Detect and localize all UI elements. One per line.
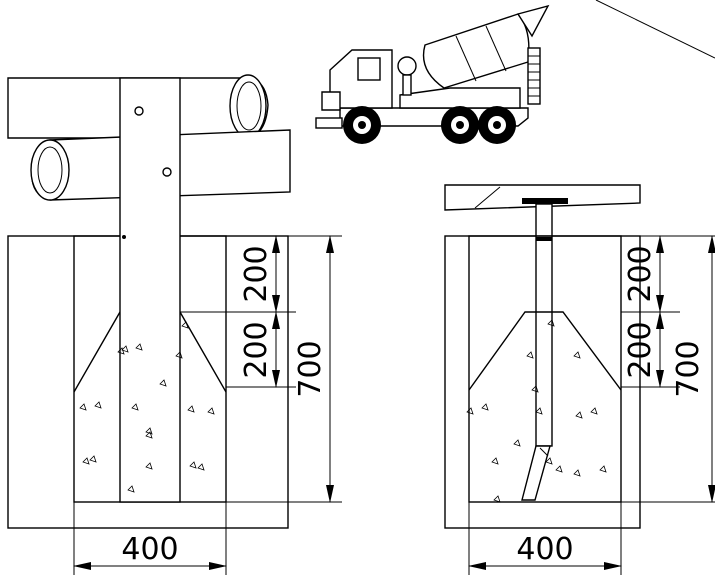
right-dim-width: 400 [516,532,573,567]
concrete-footing-right [468,311,622,391]
left-dim-top-depth: 200 [239,245,274,302]
pit-outline-right [468,235,622,503]
right-view: 200 200 700 400 [444,184,715,575]
left-dim-second-depth: 200 [239,321,274,378]
aggregate-marks-right [466,319,607,503]
right-dim-total-depth: 700 [671,340,706,397]
right-dimensions: 200 200 700 400 [468,235,715,575]
mailbox-post-icon [444,184,641,501]
roof-line [595,0,715,59]
concrete-mixer-truck-icon [315,4,550,144]
aggregate-marks [79,321,215,493]
left-dim-total-depth: 700 [293,340,328,397]
left-dim-width: 400 [121,532,178,567]
left-dimensions: 200 200 700 400 [73,235,342,575]
left-view: 200 200 700 400 [7,74,342,575]
post-icon [119,77,181,503]
right-dim-top-depth: 200 [623,245,658,302]
right-dim-second-depth: 200 [623,321,658,378]
